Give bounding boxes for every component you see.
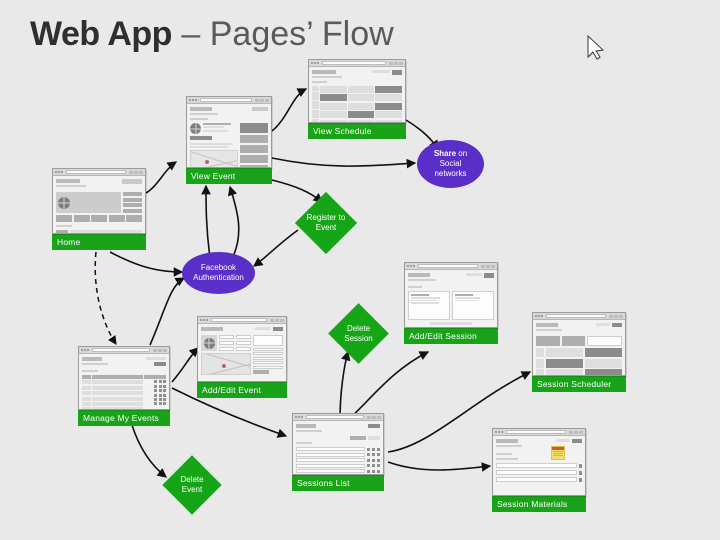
page-title-light: – Pages’ Flow — [171, 15, 394, 53]
screen-thumb-home — [52, 168, 146, 234]
wire-home-to-view-event — [145, 161, 178, 194]
wire-facebook-to-view-event-a — [201, 184, 211, 259]
wire-sessions-to-session-scheduler — [387, 371, 532, 453]
label-sessions-list: Sessions List — [292, 475, 384, 491]
wire-sessions-to-session-materials — [387, 461, 492, 472]
wire-manage-to-sessions-list — [171, 387, 288, 438]
node-sessions-list[interactable]: Sessions List — [292, 413, 384, 491]
wire-facebook-to-view-event-b — [227, 185, 240, 260]
delete-session-line2: Session — [344, 333, 373, 343]
node-session-scheduler[interactable]: Session Scheduler — [532, 312, 626, 392]
decision-delete-session[interactable]: Delete Session — [328, 303, 390, 364]
wire-sessions-to-delete-session — [339, 350, 351, 421]
delete-event-line1: Delete — [180, 475, 204, 484]
register-line2: Event — [315, 223, 337, 232]
register-line1: Register to — [306, 213, 346, 222]
delete-session-line1: Delete — [346, 323, 371, 333]
node-view-schedule[interactable]: View Schedule — [308, 59, 406, 139]
label-add-edit-session: Add/Edit Session — [404, 328, 498, 344]
mouse-pointer-icon — [587, 34, 605, 60]
decision-register-to-event[interactable]: Register to Event — [294, 191, 358, 255]
sticky-note-icon — [551, 446, 565, 460]
decision-delete-event[interactable]: Delete Event — [162, 455, 222, 515]
node-add-edit-session[interactable]: Add/Edit Session — [404, 262, 498, 344]
share-line2: Social — [439, 159, 462, 168]
delete-event-line2: Event — [181, 485, 203, 494]
screen-thumb-manage-my-events — [78, 346, 170, 410]
node-add-edit-event[interactable]: Add/Edit Event — [197, 316, 287, 398]
screen-thumb-session-materials — [492, 428, 586, 496]
screen-thumb-sessions-list — [292, 413, 384, 475]
screen-thumb-view-event — [186, 96, 272, 168]
facebook-line1: Facebook — [200, 263, 237, 272]
action-share-social[interactable]: Share on Social networks — [417, 140, 484, 188]
label-view-schedule: View Schedule — [308, 123, 406, 139]
wire-view-event-to-view-schedule — [271, 88, 308, 132]
screen-thumb-add-edit-event — [197, 316, 287, 382]
label-session-materials: Session Materials — [492, 496, 586, 512]
facebook-line2: Authentication — [193, 273, 244, 282]
page-title: Web App – Pages’ Flow — [30, 14, 394, 54]
label-session-scheduler: Session Scheduler — [532, 376, 626, 392]
page-title-strong: Web App — [30, 15, 172, 53]
label-add-edit-event: Add/Edit Event — [197, 382, 287, 398]
wire-manage-to-delete-event — [131, 424, 168, 478]
node-home[interactable]: Home — [52, 168, 146, 250]
label-view-event: View Event — [186, 168, 272, 184]
screen-thumb-view-schedule — [308, 59, 406, 123]
wire-manage-to-facebook — [149, 277, 186, 346]
wire-view-event-to-share — [271, 157, 417, 169]
share-rest: on — [456, 149, 468, 158]
node-manage-my-events[interactable]: Manage My Events — [78, 346, 170, 426]
wire-home-to-manage-dashed — [94, 251, 117, 345]
node-session-materials[interactable]: Session Materials — [492, 428, 586, 512]
share-line3: networks — [434, 169, 467, 178]
share-strong: Share — [433, 149, 457, 158]
wire-manage-to-add-edit-event — [171, 347, 199, 383]
action-facebook-authentication[interactable]: Facebook Authentication — [182, 252, 255, 294]
wire-home-to-facebook — [109, 251, 184, 277]
screen-thumb-session-scheduler — [532, 312, 626, 376]
screen-thumb-add-edit-session — [404, 262, 498, 328]
label-manage-my-events: Manage My Events — [78, 410, 170, 426]
node-view-event[interactable]: View Event — [186, 96, 272, 184]
label-home: Home — [52, 234, 146, 250]
wire-register-to-facebook — [252, 229, 299, 267]
